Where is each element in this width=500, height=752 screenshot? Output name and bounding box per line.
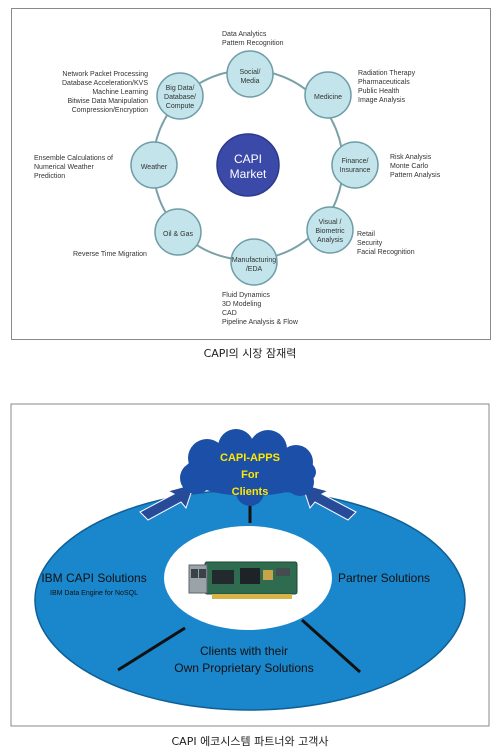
svg-text:Reverse Time Migration: Reverse Time Migration: [73, 251, 147, 258]
svg-text:CAD: CAD: [222, 310, 237, 317]
svg-text:Database/: Database/: [164, 94, 196, 101]
svg-text:Radiation Therapy: Radiation Therapy: [358, 70, 416, 77]
caption-ecosystem: CAPI 에코시스템 파트너와 고객사: [171, 735, 329, 748]
svg-text:Big Data/: Big Data/: [166, 85, 195, 92]
svg-text:Analysis: Analysis: [317, 237, 344, 244]
node-medicine: Medicine: [304, 71, 352, 119]
svg-text:Monte Carlo: Monte Carlo: [390, 163, 428, 170]
note-medicine: Radiation Therapy Pharmaceuticals Public…: [358, 70, 416, 104]
svg-text:Weather: Weather: [141, 164, 168, 171]
divider-right: [300, 618, 362, 674]
note-finance: Risk Analysis Monte Carlo Pattern Analys…: [390, 154, 441, 179]
arrow-right: [301, 483, 357, 521]
svg-text:Manufacturing: Manufacturing: [232, 257, 276, 264]
svg-text:Compute: Compute: [166, 103, 195, 110]
node-big-data: Big Data/ Database/ Compute: [156, 72, 204, 120]
svg-text:Oil & Gas: Oil & Gas: [163, 231, 193, 238]
note-weather: Ensemble Calculations of Numerical Weath…: [34, 155, 113, 180]
svg-text:Ensemble Calculations of: Ensemble Calculations of: [34, 155, 113, 162]
svg-text:3D Modeling: 3D Modeling: [222, 301, 261, 308]
clients-label-line-1: Clients with their: [200, 644, 288, 658]
svg-text:Medicine: Medicine: [314, 94, 342, 101]
svg-text:Image Analysis: Image Analysis: [358, 97, 406, 104]
center-line-2: Market: [230, 167, 267, 181]
svg-text:Retail: Retail: [357, 231, 375, 238]
node-visual-biometric: Visual / Biometric Analysis: [306, 206, 354, 254]
node-oil-gas: Oil & Gas: [154, 208, 202, 256]
ibm-solutions-sub: IBM Data Engine for NoSQL: [50, 590, 138, 597]
svg-text:Social/: Social/: [239, 69, 260, 76]
svg-text:Public Health: Public Health: [358, 88, 399, 95]
svg-text:Machine Learning: Machine Learning: [92, 89, 148, 96]
svg-text:Network Packet Processing: Network Packet Processing: [62, 71, 148, 78]
center-capi-market: CAPI Market: [216, 133, 280, 197]
svg-text:/EDA: /EDA: [246, 266, 263, 273]
center-line-1: CAPI: [234, 152, 262, 166]
svg-text:Facial Recognition: Facial Recognition: [357, 249, 415, 256]
svg-text:Finance/: Finance/: [342, 158, 369, 165]
svg-text:For: For: [241, 469, 259, 481]
node-weather: Weather: [130, 141, 178, 189]
note-manufacturing: Fluid Dynamics 3D Modeling CAD Pipeline …: [222, 292, 299, 326]
note-oil-gas: Reverse Time Migration: [73, 251, 147, 258]
svg-text:Insurance: Insurance: [340, 167, 371, 174]
note-big-data: Network Packet Processing Database Accel…: [62, 71, 148, 114]
node-social-media: Social/ Media: [226, 50, 274, 98]
note-visual: Retail Security Facial Recognition: [357, 231, 415, 256]
svg-text:Prediction: Prediction: [34, 173, 65, 180]
ibm-solutions-title: IBM CAPI Solutions: [41, 571, 146, 585]
svg-text:Database Acceleration/KVS: Database Acceleration/KVS: [62, 80, 148, 87]
clients-label-line-2: Own Proprietary Solutions: [174, 661, 313, 675]
node-finance-insurance: Finance/ Insurance: [331, 141, 379, 189]
svg-text:Numerical Weather: Numerical Weather: [34, 164, 94, 171]
svg-text:Biometric: Biometric: [315, 228, 345, 235]
svg-text:Bitwise Data Manipulation: Bitwise Data Manipulation: [67, 98, 148, 105]
cloud-capi-apps: CAPI-APPS For Clients: [180, 429, 316, 506]
svg-text:Risk Analysis: Risk Analysis: [390, 154, 432, 161]
svg-text:Pattern Analysis: Pattern Analysis: [390, 172, 441, 179]
svg-text:Pattern Recognition: Pattern Recognition: [222, 40, 284, 47]
node-manufacturing-eda: Manufacturing /EDA: [230, 238, 278, 286]
divider-left: [117, 626, 186, 672]
capi-adapter-card-image: [188, 561, 298, 599]
svg-text:Data Analytics: Data Analytics: [222, 31, 267, 38]
note-social-media: Data Analytics Pattern Recognition: [222, 31, 284, 47]
svg-text:Pipeline Analysis & Flow: Pipeline Analysis & Flow: [222, 319, 299, 326]
svg-text:Fluid Dynamics: Fluid Dynamics: [222, 292, 270, 299]
svg-text:Clients: Clients: [232, 486, 269, 498]
arrow-left: [139, 483, 195, 521]
caption-market-potential: CAPI의 시장 잠재력: [203, 347, 297, 360]
svg-text:Security: Security: [357, 240, 383, 247]
svg-text:CAPI-APPS: CAPI-APPS: [220, 452, 280, 464]
svg-text:Compression/Encryption: Compression/Encryption: [72, 107, 148, 114]
svg-text:Visual /: Visual /: [319, 219, 342, 226]
svg-text:Media: Media: [240, 78, 259, 85]
svg-text:Pharmaceuticals: Pharmaceuticals: [358, 79, 410, 86]
partner-solutions-label: Partner Solutions: [338, 571, 430, 585]
